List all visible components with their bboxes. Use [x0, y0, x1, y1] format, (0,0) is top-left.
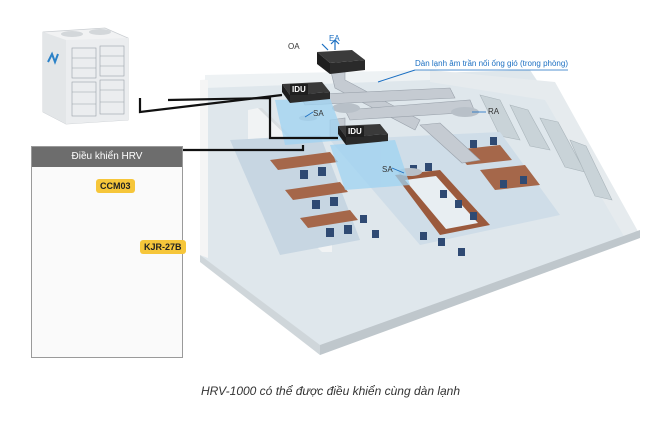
idu-label-2: IDU	[346, 126, 364, 137]
left-office-desks	[270, 152, 358, 228]
room-front-wall	[200, 255, 320, 355]
oa-arrow	[321, 43, 329, 51]
sa-pointer-2	[391, 167, 405, 174]
panel-title: Điều khiển HRV	[32, 147, 182, 167]
room-back-wall	[205, 70, 430, 88]
room-left-wall	[200, 80, 208, 258]
ea-label: EA	[329, 34, 340, 43]
room-front-wall-right	[320, 230, 640, 355]
airflow-plumes	[275, 98, 410, 190]
idu-callout: Dàn lạnh âm trần nối ống gió (trong phòn…	[415, 59, 568, 68]
sa-label-2: SA	[382, 165, 393, 174]
callout-pointer	[377, 69, 416, 83]
sa-label-1: SA	[313, 109, 324, 118]
control-cables	[138, 93, 338, 152]
hrv-unit	[317, 50, 365, 74]
kjr27b-label: KJR-27B	[140, 240, 186, 254]
ra-label: RA	[488, 107, 500, 116]
office-chairs	[300, 137, 527, 256]
oa-label: OA	[288, 42, 300, 51]
idu-label-1: IDU	[290, 84, 308, 95]
room-right-wall	[430, 70, 640, 238]
conference-table-top	[405, 176, 478, 229]
right-wall-windows	[479, 94, 613, 201]
ea-arrow	[330, 39, 340, 50]
sa-pointer-1	[304, 111, 314, 118]
ccm03-label: CCM03	[96, 179, 135, 193]
outdoor-unit	[42, 27, 129, 125]
figure-caption: HRV-1000 có thể được điều khiển cùng dàn…	[200, 384, 461, 398]
